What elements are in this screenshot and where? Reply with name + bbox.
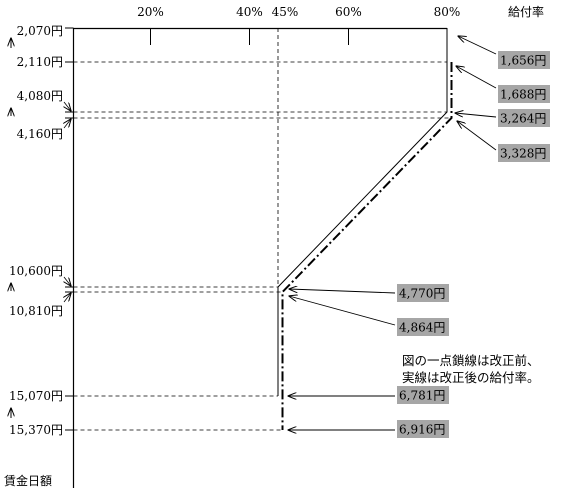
y-tick-label-2070: 2,070円 <box>17 24 63 38</box>
callout-label-10810: 4,864円 <box>399 321 445 335</box>
y-tick-label-15070: 15,070円 <box>9 389 63 403</box>
callout-box-15370 <box>397 420 449 438</box>
x-tick-label-40: 40% <box>236 5 263 19</box>
callout-label-15070: 6,781円 <box>399 389 445 403</box>
callout-15070: 6,781円 <box>288 386 449 404</box>
callout-box-2110 <box>498 85 550 103</box>
callout-label-15370: 6,916円 <box>399 423 445 437</box>
callout-15370: 6,916円 <box>288 420 449 438</box>
callout-label-4160: 3,328円 <box>500 147 546 161</box>
y-axis-label: 賃金日額 <box>4 473 52 488</box>
x-tick-label-60: 60% <box>335 5 362 19</box>
callout-label-2110: 1,688円 <box>500 88 546 102</box>
callout-box-10600 <box>397 284 449 302</box>
y-tick-label-15370: 15,370円 <box>9 423 63 437</box>
callout-label-4080: 3,264円 <box>500 112 546 126</box>
series-line-2 <box>277 28 448 396</box>
y-bracket-bottom-10810 <box>64 293 71 303</box>
callout-label-10600: 4,770円 <box>399 287 445 301</box>
callout-10810: 4,864円 <box>289 296 449 336</box>
callout-box-10810 <box>397 318 449 336</box>
callout-arrow-4080 <box>455 113 497 118</box>
callout-4160: 3,328円 <box>457 121 550 162</box>
y-tick-label-4080: 4,080円 <box>17 89 63 103</box>
y-tick-label-10600: 10,600円 <box>9 264 63 278</box>
callout-box-4080 <box>498 109 550 127</box>
x-tick-label-80: 80% <box>434 5 461 19</box>
chart-note: 図の一点鎖線は改正前、 実線は改正後の給付率。 <box>402 353 540 385</box>
callout-10600: 4,770円 <box>289 284 449 302</box>
callout-box-15070 <box>397 386 449 404</box>
note-line-2: 実線は改正後の給付率。 <box>402 370 540 385</box>
callout-arrow-4160 <box>457 121 497 151</box>
callout-arrow-2070 <box>458 36 497 55</box>
y-tick-label-4160: 4,160円 <box>17 127 63 141</box>
callout-4080: 3,264円 <box>455 109 550 127</box>
callout-arrow-10810 <box>289 296 396 326</box>
y-bracket-top-10600 <box>64 276 71 286</box>
callout-label-2070: 1,656円 <box>500 54 546 68</box>
callout-box-2070 <box>498 51 550 69</box>
y-tick-label-2110: 2,110円 <box>17 55 63 69</box>
y-bracket-bottom-4160 <box>64 119 71 129</box>
x-tick-label-20: 20% <box>137 5 164 19</box>
callout-2070: 1,656円 <box>458 36 550 69</box>
callout-arrow-2110 <box>456 66 497 89</box>
callout-2110: 1,688円 <box>456 66 550 103</box>
note-line-1: 図の一点鎖線は改正前、 <box>402 353 540 368</box>
y-bracket-top-4080 <box>64 101 71 111</box>
y-tick-label-10810: 10,810円 <box>9 304 63 318</box>
x-tick-label-45: 45% <box>272 5 299 19</box>
x-axis-label: 給付率 <box>508 4 544 19</box>
callout-arrow-10600 <box>289 289 396 294</box>
callout-box-4160 <box>498 144 550 162</box>
series-line-1 <box>281 62 453 430</box>
